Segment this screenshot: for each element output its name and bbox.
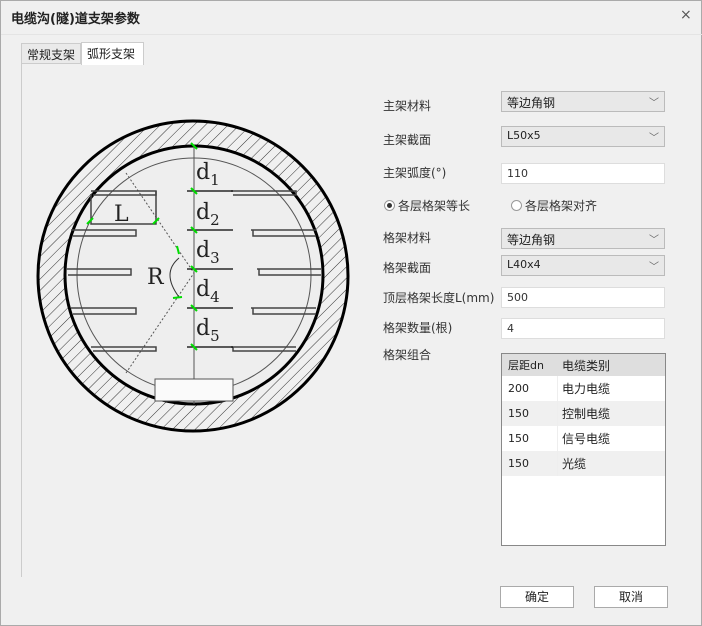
racks <box>66 190 321 352</box>
label-d1: d1 <box>196 160 220 189</box>
top-length-label: 顶层格架长度L(mm) <box>383 291 495 305</box>
chevron-down-icon: ﹀ <box>649 133 659 144</box>
close-icon[interactable]: × <box>680 7 692 23</box>
label-d4: d4 <box>196 277 220 306</box>
table-row[interactable]: 150 信号电缆 <box>502 426 665 451</box>
title-divider <box>1 34 702 35</box>
rack-material-label: 格架材料 <box>383 231 432 245</box>
table-row[interactable]: 150 光缆 <box>502 451 665 476</box>
tab-regular-support[interactable]: 常规支架 <box>21 43 81 64</box>
top-length-input[interactable]: 500 <box>501 287 665 308</box>
chevron-down-icon: ﹀ <box>649 98 659 109</box>
main-section-select[interactable]: L50x5 ﹀ <box>501 126 665 147</box>
arc-support-diagram: L R d1 d2 d3 d4 d5 <box>36 119 350 433</box>
rack-section-select[interactable]: L40x4 ﹀ <box>501 255 665 276</box>
rack-count-input[interactable]: 4 <box>501 318 665 339</box>
dialog-title: 电缆沟(隧)道支架参数 <box>11 12 140 27</box>
label-d3: d3 <box>196 238 220 267</box>
panel-top-border <box>21 63 81 64</box>
main-arc-label: 主架弧度(°) <box>383 166 447 180</box>
chevron-down-icon: ﹀ <box>649 262 659 273</box>
dimension-ticks <box>86 142 198 351</box>
cell-spacing[interactable]: 150 <box>502 426 558 451</box>
rack-section-value: L40x4 <box>507 258 541 271</box>
cell-cable-type[interactable]: 信号电缆 <box>562 432 611 446</box>
floor-base <box>154 378 234 402</box>
rack-combo-table[interactable]: 层距dn 电缆类别 200 电力电缆 150 控制电缆 150 信号电缆 150 光缆 <box>501 353 666 546</box>
table-row[interactable]: 200 电力电缆 <box>502 376 665 401</box>
header-cable-type: 电缆类别 <box>562 358 611 373</box>
angle-line-bottom <box>125 272 195 374</box>
label-L: L <box>114 202 129 227</box>
rack-combo-label: 格架组合 <box>383 348 432 362</box>
radio-align-label: 各层格架对齐 <box>525 199 598 213</box>
cell-cable-type[interactable]: 光缆 <box>562 457 587 471</box>
main-section-value: L50x5 <box>507 129 541 142</box>
rack-count-label: 格架数量(根) <box>383 321 453 335</box>
radio-equal-length[interactable]: 各层格架等长 <box>384 197 470 214</box>
main-material-value: 等边角钢 <box>507 96 556 110</box>
ok-button[interactable]: 确定 <box>500 586 574 608</box>
table-header: 层距dn 电缆类别 <box>502 354 665 376</box>
main-section-label: 主架截面 <box>383 133 432 147</box>
label-d2: d2 <box>196 200 220 229</box>
tab-arc-support[interactable]: 弧形支架 <box>81 42 144 65</box>
radio-unchecked-icon <box>511 200 522 211</box>
cell-spacing[interactable]: 150 <box>502 451 558 476</box>
cancel-button[interactable]: 取消 <box>594 586 668 608</box>
cell-cable-type[interactable]: 电力电缆 <box>562 382 611 396</box>
chevron-down-icon: ﹀ <box>649 235 659 246</box>
main-material-label: 主架材料 <box>383 99 432 113</box>
radio-checked-icon <box>384 200 395 211</box>
angle-arc <box>169 257 180 298</box>
main-material-select[interactable]: 等边角钢 ﹀ <box>501 91 665 112</box>
cell-spacing[interactable]: 150 <box>502 401 558 426</box>
rack-material-value: 等边角钢 <box>507 233 556 247</box>
header-spacing: 层距dn <box>508 359 544 372</box>
radio-equal-length-label: 各层格架等长 <box>398 199 471 213</box>
label-d5: d5 <box>196 316 220 345</box>
angle-line-top <box>125 172 195 274</box>
rack-section-label: 格架截面 <box>383 261 432 275</box>
panel-border <box>21 63 22 577</box>
table-row[interactable]: 150 控制电缆 <box>502 401 665 426</box>
cell-spacing[interactable]: 200 <box>502 376 558 401</box>
cell-cable-type[interactable]: 控制电缆 <box>562 407 611 421</box>
radio-align[interactable]: 各层格架对齐 <box>511 197 597 214</box>
rack-material-select[interactable]: 等边角钢 ﹀ <box>501 228 665 249</box>
main-arc-input[interactable]: 110 <box>501 163 665 184</box>
label-R: R <box>147 265 165 290</box>
